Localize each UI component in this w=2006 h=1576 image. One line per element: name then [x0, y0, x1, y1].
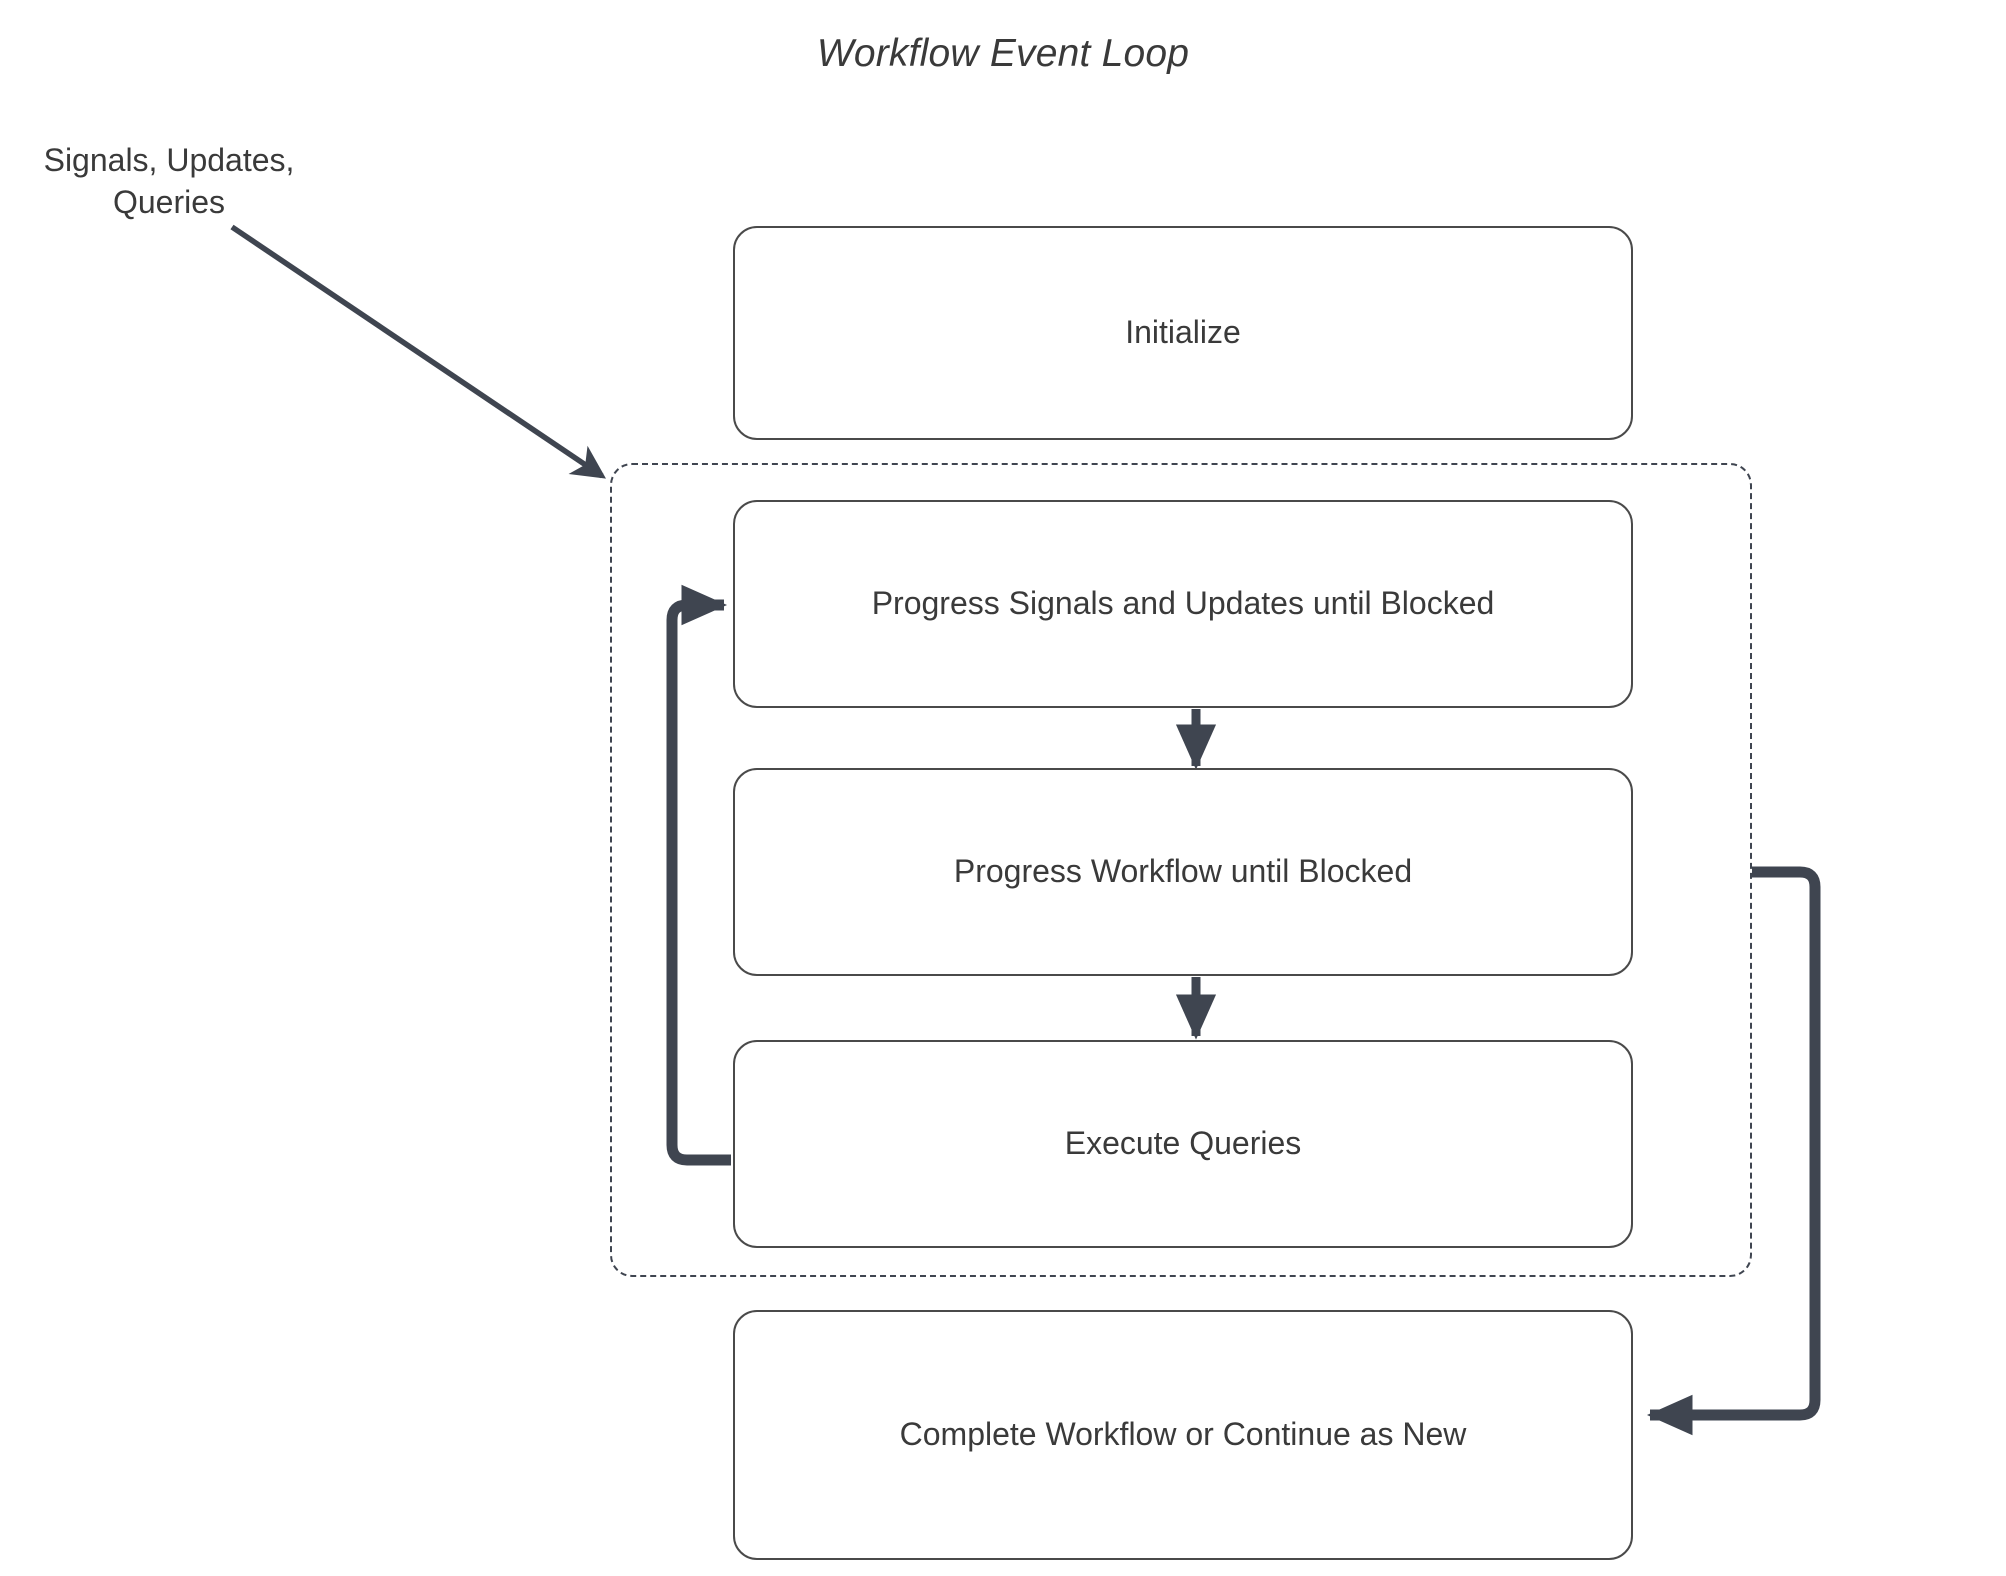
node-progress-workflow[interactable]: Progress Workflow until Blocked: [733, 768, 1633, 976]
node-initialize-label: Initialize: [1125, 314, 1241, 351]
node-initialize[interactable]: Initialize: [733, 226, 1633, 440]
external-input-label: Signals, Updates, Queries: [43, 142, 295, 221]
node-execute-queries-label: Execute Queries: [1064, 1125, 1302, 1162]
node-complete-label: Complete Workflow or Continue as New: [899, 1416, 1467, 1453]
node-complete-workflow-or-continue-as-new[interactable]: Complete Workflow or Continue as New: [733, 1310, 1633, 1560]
node-progress-signals-and-updates[interactable]: Progress Signals and Updates until Block…: [733, 500, 1633, 708]
page-title: Workflow Event Loop: [816, 32, 1190, 75]
node-progress-workflow-label: Progress Workflow until Blocked: [953, 853, 1413, 890]
event-loop-container: [610, 463, 1752, 1277]
node-progress-signals-label: Progress Signals and Updates until Block…: [871, 585, 1495, 622]
node-execute-queries[interactable]: Execute Queries: [733, 1040, 1633, 1248]
edge-external-input-to-loop: [230, 224, 606, 479]
